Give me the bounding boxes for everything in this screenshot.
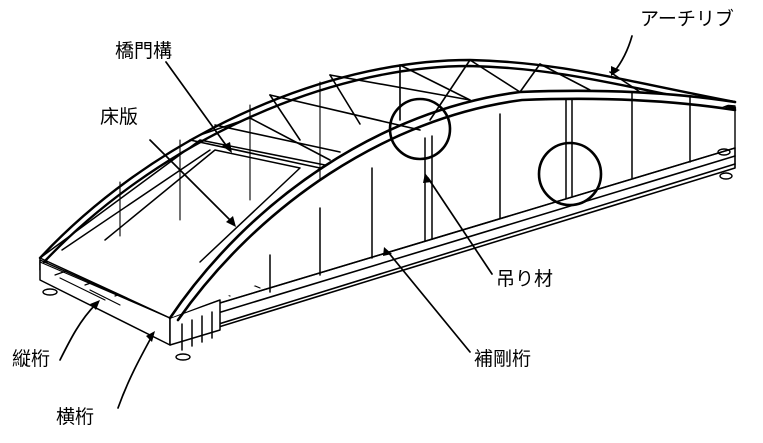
hangers	[269, 91, 691, 293]
highlight-circle-arch-joint	[388, 97, 452, 161]
leader-cross-beam	[117, 335, 153, 409]
leader-deck-slab	[149, 139, 233, 223]
bearings	[42, 148, 733, 361]
arrowhead-cross-beam	[146, 331, 155, 342]
leader-arch-rib	[613, 35, 633, 73]
label-cross-beam: 横桁	[56, 406, 95, 428]
label-stringer: 縦桁	[12, 348, 51, 370]
highlight-circles	[388, 97, 603, 207]
label-arch-rib: アーチリブ	[640, 8, 734, 30]
lateral-bracing	[269, 59, 641, 141]
arrowhead-portal-bracing	[222, 142, 232, 153]
label-stiffening-girder: 補剛桁	[474, 348, 532, 370]
far-hangers	[119, 81, 321, 237]
arrowhead-deck-slab	[226, 216, 236, 227]
leader-stiffening-girder	[387, 251, 471, 353]
far-arch-rib	[38, 58, 737, 264]
arrow-heads	[90, 66, 620, 342]
label-deck-slab: 床版	[100, 106, 139, 128]
arrowhead-hanger	[423, 173, 432, 183]
label-hanger: 吊り材	[496, 268, 554, 290]
end-block	[39, 259, 221, 351]
label-portal-bracing: 橋門構	[115, 40, 173, 62]
near-arch-rib	[168, 89, 737, 322]
leader-portal-bracing	[165, 61, 229, 149]
arrowhead-stringer	[90, 300, 100, 310]
leader-hanger	[427, 177, 493, 275]
leader-stringer	[59, 303, 97, 361]
arrowhead-arch-rib	[611, 66, 620, 76]
arrowhead-stiffening-girder	[383, 247, 392, 256]
highlight-circle-girder-joint	[537, 141, 603, 207]
